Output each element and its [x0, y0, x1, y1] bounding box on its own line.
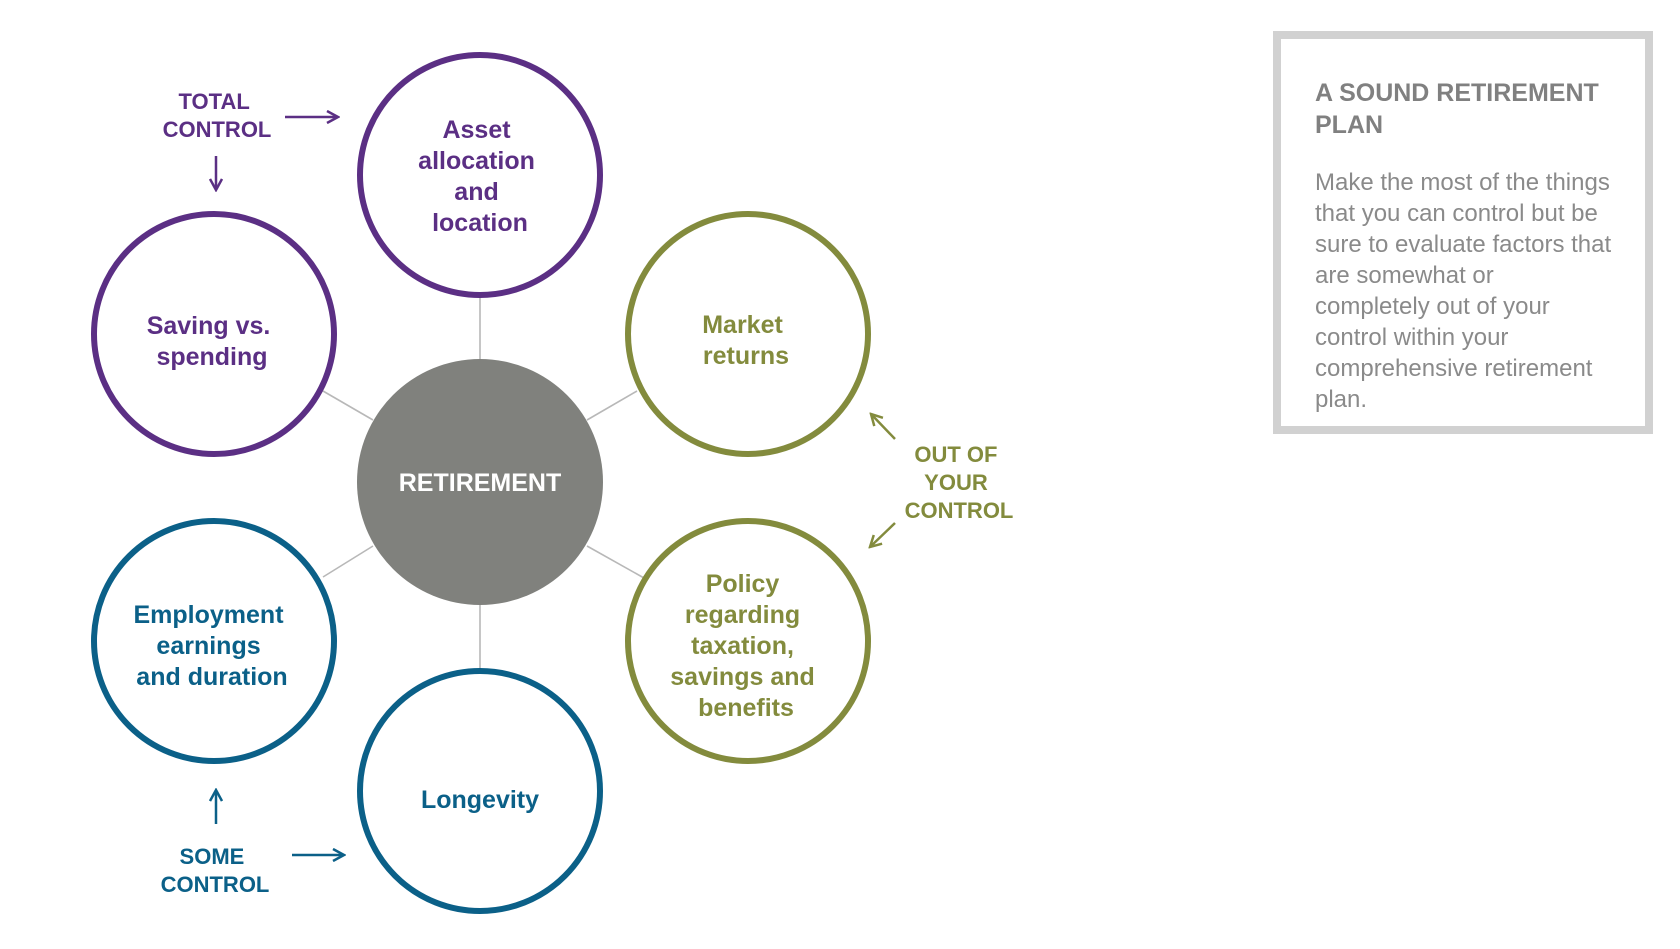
longevity-circle [357, 668, 603, 914]
connector-policy [586, 545, 645, 579]
connector-employment [322, 545, 374, 578]
out-of-control-line: CONTROL [905, 498, 1014, 523]
connector-saving-vs-spending [322, 390, 374, 421]
sound-retirement-plan-box: A SOUND RETIREMENT PLAN Make the most of… [1273, 31, 1653, 434]
asset-allocation-line: allocation [418, 147, 535, 175]
employment-label: Employment earnings and duration [134, 601, 291, 691]
saving-vs-spending-line: Saving vs. [147, 312, 271, 340]
saving-vs-spending-circle [91, 211, 337, 457]
asset-allocation-line: Asset [442, 116, 511, 144]
total-control-arrows [216, 117, 338, 190]
employment-line: Employment [134, 601, 285, 629]
policy-label: Policy regarding taxation, savings and b… [670, 570, 821, 722]
asset-allocation-line: location [432, 209, 528, 237]
out-of-control-line: YOUR [924, 470, 988, 495]
factor-market-returns: Market returns [625, 211, 871, 457]
retirement-center: RETIREMENT [357, 359, 603, 605]
saving-vs-spending-label: Saving vs. spending [147, 312, 278, 371]
longevity-label: Longevity [421, 786, 539, 814]
asset-allocation-line: and [454, 178, 498, 206]
some-control-arrows [216, 790, 344, 855]
some-control-label: SOME CONTROL [161, 844, 270, 897]
employment-line: and duration [136, 663, 287, 691]
policy-line: taxation, [691, 632, 794, 660]
factor-policy: Policy regarding taxation, savings and b… [625, 518, 871, 764]
factor-longevity: Longevity [357, 668, 603, 914]
market-returns-circle [625, 211, 871, 457]
market-returns-label: Market returns [702, 311, 790, 370]
some-control-line: SOME [180, 844, 245, 869]
total-control-line: CONTROL [163, 117, 272, 142]
factor-asset-allocation: Asset allocation and location [357, 52, 603, 298]
policy-line: savings and [670, 663, 815, 691]
out-of-control-line: OUT OF [914, 442, 997, 467]
retirement-center-circle [357, 359, 603, 605]
out-of-control-label: OUT OF YOUR CONTROL [905, 442, 1014, 523]
retirement-center-label: RETIREMENT [399, 469, 562, 497]
out-of-control-arrows [870, 414, 896, 547]
employment-circle [91, 518, 337, 764]
policy-circle [625, 518, 871, 764]
factor-saving-vs-spending: Saving vs. spending [91, 211, 337, 457]
info-box-body: Make the most of the things that you can… [1315, 169, 1612, 413]
info-box-title: A SOUND RETIREMENT PLAN [1315, 79, 1599, 139]
policy-line: regarding [685, 601, 800, 629]
some-control-line: CONTROL [161, 872, 270, 897]
policy-line: benefits [698, 694, 794, 722]
employment-line: earnings [156, 632, 260, 660]
total-control-line: TOTAL [178, 89, 249, 114]
market-returns-line: returns [703, 342, 789, 370]
arrow-up-left-icon [871, 414, 896, 440]
factor-employment: Employment earnings and duration [91, 518, 337, 764]
connector-lines [322, 295, 645, 669]
longevity-line: Longevity [421, 786, 539, 814]
asset-allocation-circle [357, 52, 603, 298]
market-returns-line: Market [702, 311, 783, 339]
policy-line: Policy [706, 570, 780, 598]
arrow-down-left-icon [870, 522, 896, 547]
retirement-factors-diagram: RETIREMENT Asset allocation and location… [91, 52, 1014, 914]
total-control-label: TOTAL CONTROL [163, 89, 272, 142]
connector-market-returns [586, 390, 638, 421]
asset-allocation-label: Asset allocation and location [418, 116, 542, 237]
saving-vs-spending-line: spending [156, 343, 267, 371]
